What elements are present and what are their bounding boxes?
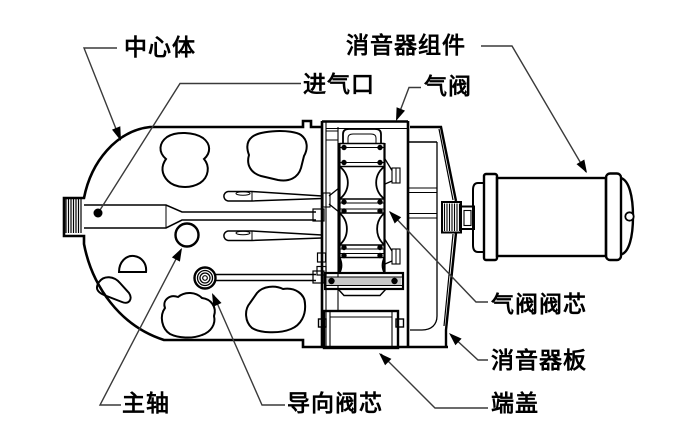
arrow-muffler-plate <box>449 333 462 346</box>
pilot-valve-seal <box>193 266 217 290</box>
leader-end-cap <box>380 353 488 409</box>
dot-air-inlet <box>93 208 103 218</box>
muffler-plate-part <box>410 125 458 347</box>
arrow-pilot-valve-core <box>212 293 222 307</box>
vane-rod-1 <box>223 190 323 202</box>
label-muffler-assembly: 消音器组件 <box>346 32 466 58</box>
arrow-main-spindle <box>171 248 182 262</box>
arrow-center-body <box>112 126 121 141</box>
arrow-end-cap <box>379 353 392 366</box>
muffler-cylinder <box>472 172 635 262</box>
label-muffler-plate: 消音器板 <box>491 347 587 373</box>
arrow-air-valve-core <box>389 211 402 224</box>
label-air-valve: 气阀 <box>424 73 472 99</box>
leader-muffler-assembly <box>481 45 587 173</box>
label-center-body: 中心体 <box>124 34 196 60</box>
label-end-cap: 端盖 <box>491 390 539 416</box>
leader-main-spindle <box>98 249 182 406</box>
label-pilot-valve-core: 导向阀芯 <box>287 390 383 416</box>
muffler-nipple <box>441 201 475 234</box>
arrow-air-valve <box>396 107 405 121</box>
leader-center-body <box>82 47 121 140</box>
label-air-inlet: 进气口 <box>303 71 375 97</box>
muffler-end-nub <box>624 211 635 222</box>
label-main-spindle: 主轴 <box>122 390 170 416</box>
valve-spool <box>338 128 386 274</box>
leader-pilot-valve-core <box>212 294 285 406</box>
leader-air-valve <box>396 86 421 120</box>
label-air-valve-core: 气阀阀芯 <box>491 291 587 317</box>
valve-gasket <box>323 271 405 297</box>
main-shaft-circle <box>174 222 200 248</box>
valve-spool-orings <box>341 144 383 259</box>
housing-outline <box>62 119 322 349</box>
housing-cutouts <box>95 130 308 339</box>
leader-lines <box>82 45 587 409</box>
inlet-channel <box>84 204 325 229</box>
valve-ports <box>322 158 401 265</box>
valve-block <box>316 120 448 349</box>
vane-rod-2 <box>223 230 323 242</box>
leader-air-valve-core <box>389 211 488 303</box>
end-cap-part <box>317 309 405 350</box>
leader-muffler-plate <box>450 334 488 361</box>
leader-air-inlet <box>99 82 301 211</box>
inlet-threads <box>65 199 82 233</box>
arrow-muffler-assembly <box>576 159 587 173</box>
pilot-rod <box>216 270 325 284</box>
leader-arrowheads <box>93 107 587 366</box>
